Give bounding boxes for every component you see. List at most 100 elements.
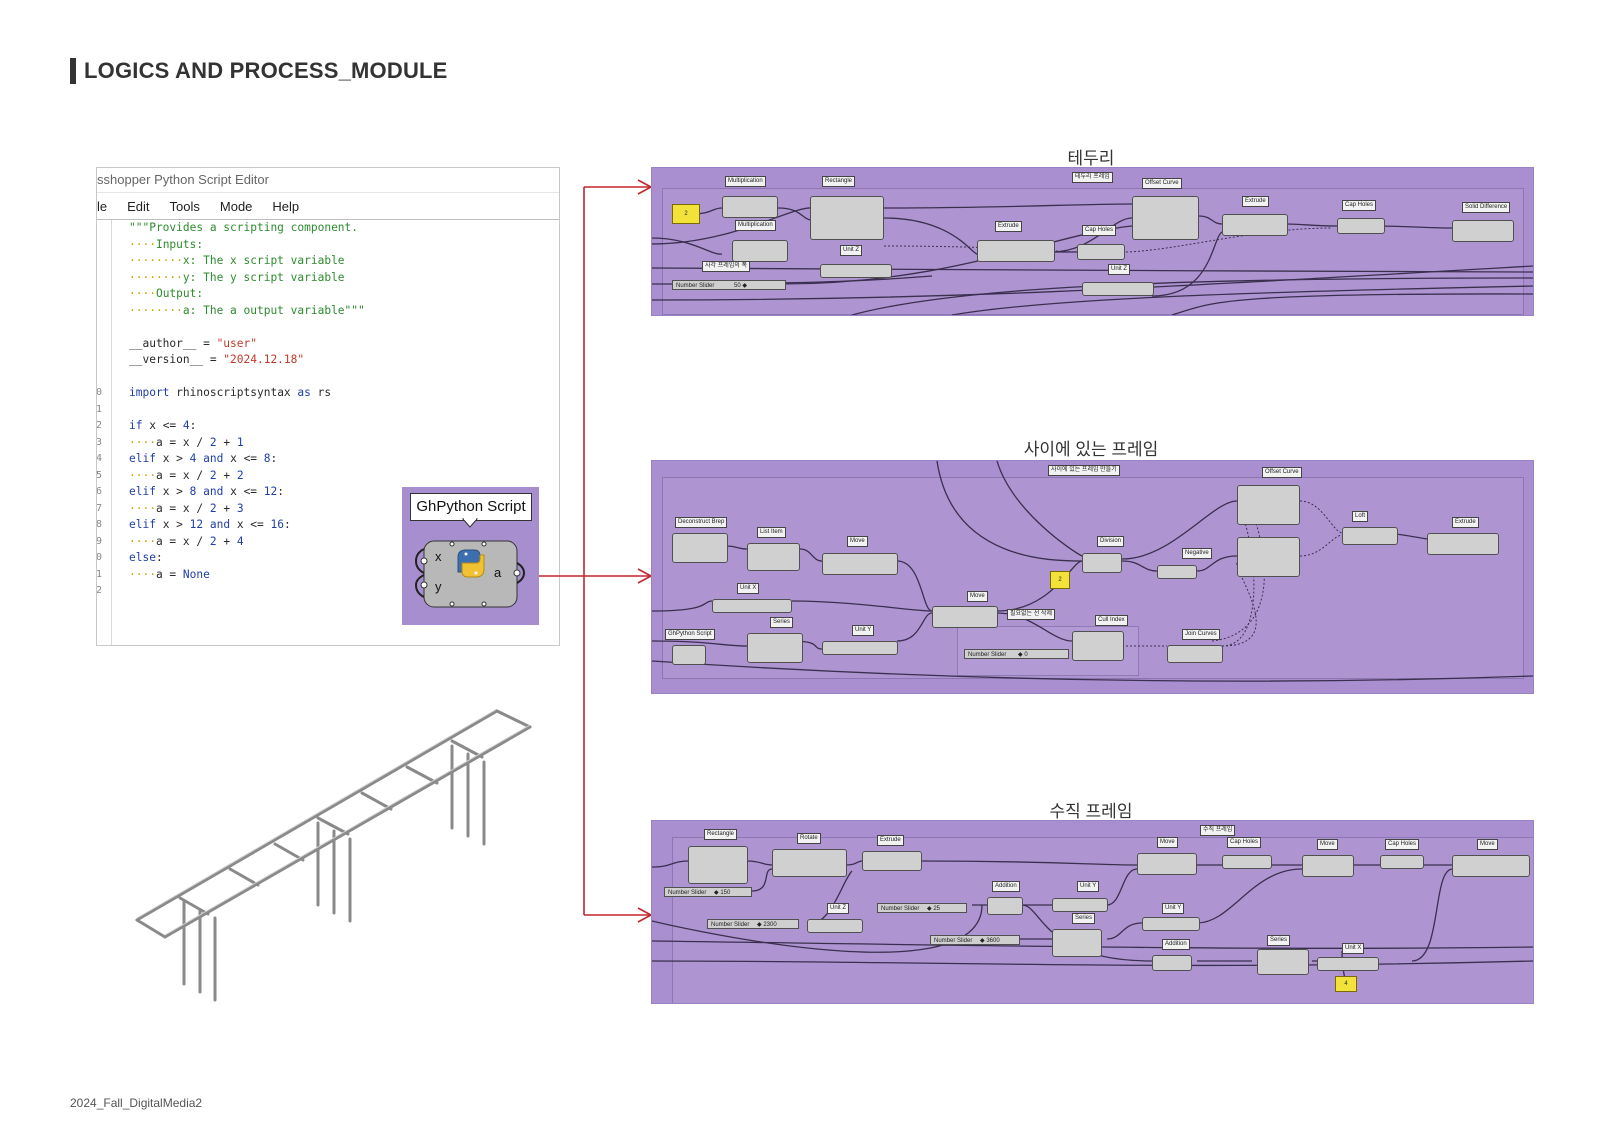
- code-area[interactable]: """Provides a scripting component. ····In…: [97, 220, 559, 645]
- gh-node-cap-holes[interactable]: [1077, 244, 1125, 260]
- line-number: 3: [96, 436, 103, 448]
- line-gutter: [97, 220, 112, 645]
- code-text: ········a: The a output variable""": [129, 303, 365, 317]
- code-text: """Provides a scripting component.: [129, 221, 359, 234]
- gh-node-offset-curve[interactable]: [1237, 537, 1300, 577]
- gh-node-loft[interactable]: [1342, 527, 1398, 545]
- gh-node-extrude[interactable]: [977, 240, 1055, 262]
- menu-help[interactable]: Help: [272, 198, 300, 214]
- gh-node-move[interactable]: [1137, 853, 1197, 875]
- node-label: Extrude: [995, 221, 1022, 232]
- gh-node-extrude[interactable]: [1427, 533, 1499, 555]
- gh-node-unit-x[interactable]: [712, 599, 792, 613]
- gh-node-rotate[interactable]: [772, 849, 847, 877]
- gh-node-offset-curve[interactable]: [1237, 485, 1300, 525]
- gh-node-unit-z[interactable]: [1082, 282, 1154, 296]
- node-label: Move: [1477, 839, 1498, 850]
- gh-node-move[interactable]: [1452, 855, 1530, 877]
- gh-node-unit-y[interactable]: [822, 641, 898, 655]
- slider-name: Number Slider: [711, 922, 750, 928]
- gh-node-extrude[interactable]: [1222, 214, 1288, 236]
- gh-node-cap-holes[interactable]: [1380, 855, 1424, 869]
- ghpython-graphics: [414, 518, 526, 608]
- number-slider[interactable]: Number Slider 50 ◆: [672, 280, 786, 290]
- gh-node-division[interactable]: [1082, 553, 1122, 573]
- line-number: 7: [96, 502, 103, 514]
- gh-node-series[interactable]: [747, 633, 803, 663]
- slider-value: ◆ 3600: [980, 938, 1000, 944]
- gh-node-addition[interactable]: [987, 897, 1023, 915]
- gh-node-cull-index[interactable]: [1072, 631, 1124, 661]
- gh-node-unit-z[interactable]: [820, 264, 892, 278]
- gh-node-ghpython[interactable]: [672, 645, 706, 665]
- panel-title-border: 테두리: [1067, 149, 1115, 168]
- gh-node-move[interactable]: [1302, 855, 1354, 877]
- number-slider[interactable]: Number Slider ◆ 0: [964, 649, 1069, 659]
- gh-node-series[interactable]: [1052, 929, 1102, 957]
- node-label: Extrude: [1242, 196, 1269, 207]
- code-text: ········x: The x script variable: [129, 254, 345, 267]
- editor-menubar: le Edit Tools Mode Help: [97, 193, 559, 220]
- ghpython-component: GhPython Script x y a: [402, 487, 539, 625]
- gh-node-unit-z[interactable]: [807, 919, 863, 933]
- gh-node-rectangle[interactable]: [810, 196, 884, 240]
- number-slider[interactable]: Number Slider ◆ 150: [664, 887, 752, 897]
- yellow-panel[interactable]: 4: [1335, 976, 1357, 992]
- gh-node-unit-y[interactable]: [1142, 917, 1200, 931]
- slider-group-label: 사각 프레임의 폭: [702, 261, 750, 272]
- code-text: ····Output:: [129, 287, 204, 300]
- gh-node-multiplication[interactable]: [732, 240, 788, 262]
- slider-name: Number Slider: [968, 652, 1007, 658]
- gh-canvas-middle-frame[interactable]: Deconstruct Brep List Item Move Unit X D…: [651, 460, 1534, 694]
- gh-node-addition[interactable]: [1152, 955, 1192, 971]
- slider-value: ◆ 2300: [757, 922, 777, 928]
- gh-canvas-border-frame[interactable]: 2 Multiplication Multiplication Rectangl…: [651, 167, 1534, 316]
- code-text: ····Inputs:: [129, 237, 204, 251]
- node-label: Cap Holes: [1342, 200, 1377, 211]
- node-label: Negative: [1182, 548, 1212, 559]
- code-text: elif x > 8 and x <= 12:: [129, 485, 285, 498]
- gh-node-cap-holes[interactable]: [1222, 855, 1272, 869]
- gh-node-deconstruct-brep[interactable]: [672, 533, 728, 563]
- node-label: Unit Z: [1108, 264, 1131, 275]
- menu-tools[interactable]: Tools: [169, 198, 200, 214]
- gh-node-extrude[interactable]: [862, 851, 922, 871]
- page-title-text: LOGICS AND PROCESS_MODULE: [84, 58, 448, 83]
- node-label: Division: [1097, 536, 1125, 547]
- node-label: Multiplication: [735, 220, 776, 231]
- slider-name: Number Slider: [668, 890, 707, 896]
- gh-node-unit-y[interactable]: [1052, 898, 1108, 912]
- node-label: List Item: [757, 527, 786, 538]
- gh-node-unit-x[interactable]: [1317, 957, 1379, 971]
- gh-node-join-curves[interactable]: [1167, 645, 1223, 663]
- node-label: Series: [1267, 935, 1291, 946]
- line-number: 0: [96, 552, 103, 563]
- gh-node-cap-holes[interactable]: [1337, 218, 1385, 234]
- gh-node-move[interactable]: [822, 553, 898, 575]
- gh-node-list-item[interactable]: [747, 543, 800, 571]
- node-label: GhPython Script: [665, 629, 715, 640]
- gh-node-offset-curve[interactable]: [1132, 196, 1199, 240]
- yellow-panel[interactable]: 2: [672, 204, 700, 224]
- gh-node-rectangle[interactable]: [688, 846, 748, 884]
- slider-value: 50 ◆: [734, 283, 747, 289]
- gh-node-multiplication[interactable]: [722, 196, 778, 218]
- gh-canvas-vertical-frame[interactable]: Rectangle Rotate Extrude Move Cap Holes …: [651, 820, 1534, 1004]
- menu-file[interactable]: le: [97, 198, 108, 214]
- number-slider[interactable]: Number Slider ◆ 3600: [930, 935, 1020, 945]
- gh-node-solid-difference[interactable]: [1452, 220, 1514, 242]
- gh-node-series[interactable]: [1257, 949, 1309, 975]
- line-number: 5: [96, 469, 103, 481]
- menu-edit[interactable]: Edit: [127, 198, 150, 214]
- node-label: Offset Curve: [1262, 467, 1302, 478]
- code-text: if x <= 4:: [129, 419, 197, 432]
- number-slider[interactable]: Number Slider ◆ 2300: [707, 919, 799, 929]
- yellow-panel[interactable]: 2: [1050, 571, 1070, 589]
- menu-mode[interactable]: Mode: [219, 198, 253, 214]
- gh-node-negative[interactable]: [1157, 565, 1197, 579]
- gh-node-move[interactable]: [932, 606, 998, 628]
- number-slider[interactable]: Number Slider ◆ 25: [877, 903, 967, 913]
- node-label: Series: [1072, 913, 1096, 924]
- panel-title-vertical: 수직 프레임: [1049, 802, 1133, 821]
- panel-title-middle: 사이에 있는 프레임: [1023, 440, 1159, 459]
